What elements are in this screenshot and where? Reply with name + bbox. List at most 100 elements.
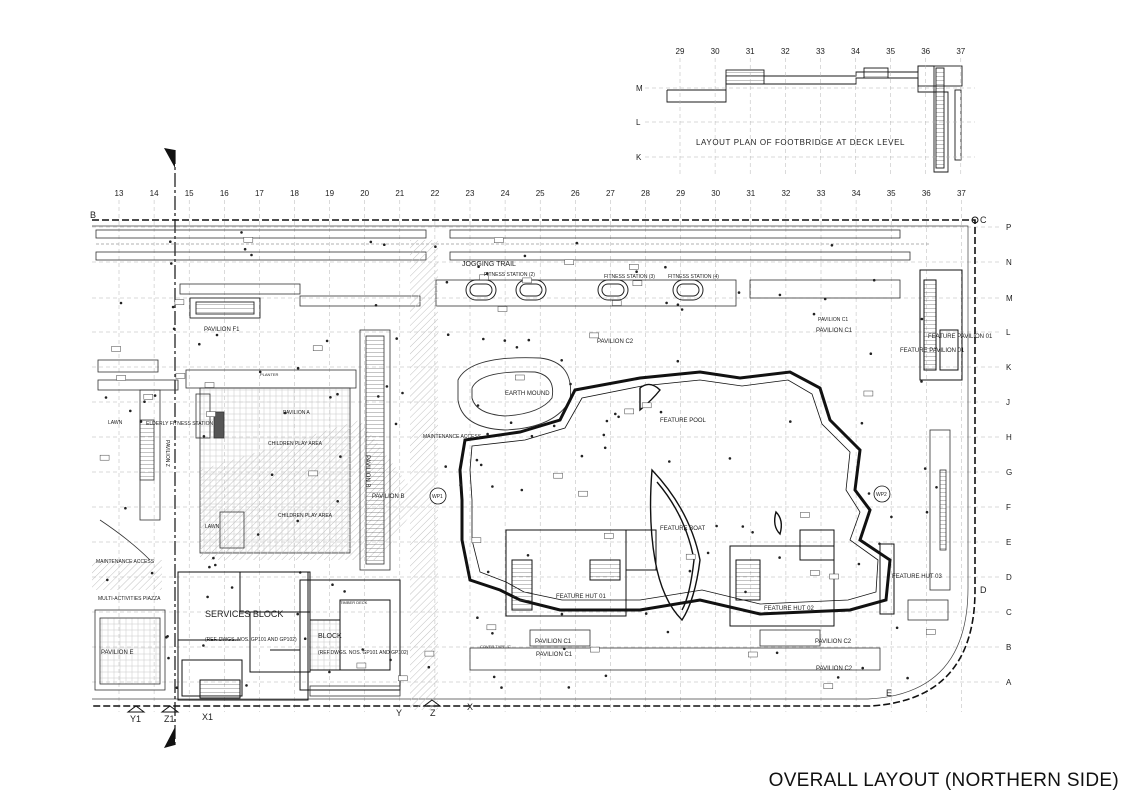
tag-marker xyxy=(748,651,758,658)
light-pole-marker xyxy=(935,486,938,489)
light-pole-marker xyxy=(486,570,490,574)
light-pole-marker xyxy=(475,458,479,462)
fb-grid-col-label: 32 xyxy=(781,47,790,56)
tag-marker xyxy=(590,646,600,653)
grid-row-label: C xyxy=(1006,608,1012,617)
light-pole-marker xyxy=(296,519,300,523)
grid-col-label: 14 xyxy=(150,189,159,198)
play-areas xyxy=(92,240,438,710)
label-fitness-3: FITNESS STATION (3) xyxy=(604,274,655,280)
light-pole-marker xyxy=(836,676,840,679)
light-pole-marker xyxy=(476,616,479,619)
light-pole-marker xyxy=(240,231,243,234)
label-feature-pavilion-01-b: FEATURE PAVILION 01 xyxy=(900,348,965,354)
light-pole-marker xyxy=(830,244,834,247)
light-pole-marker xyxy=(171,305,175,309)
light-pole-marker xyxy=(385,385,389,388)
grid-row-label: P xyxy=(1006,223,1011,232)
grid-row-label: J xyxy=(1006,398,1010,407)
fitness-stations xyxy=(465,279,704,301)
marker-z: Z xyxy=(430,708,436,718)
label-feature-hut-03: FEATURE HUT 03 xyxy=(892,574,942,580)
light-pole-marker xyxy=(119,301,123,305)
light-pole-marker xyxy=(165,636,168,639)
light-pole-marker xyxy=(169,240,172,243)
tag-marker xyxy=(829,573,839,580)
south-planters xyxy=(309,629,881,697)
grid-col-label: 21 xyxy=(395,189,404,198)
label-services-block: SERVICES BLOCK xyxy=(205,609,283,619)
light-pole-marker xyxy=(569,382,572,386)
light-pole-marker xyxy=(250,253,253,257)
light-pole-marker xyxy=(104,396,108,399)
label-maintenance-access-2: MAINTENANCE ACCESS xyxy=(96,559,155,565)
label-pavilion-b: PAVILION B xyxy=(372,494,404,500)
light-pole-marker xyxy=(602,433,606,437)
light-pole-marker xyxy=(336,500,340,503)
light-pole-marker xyxy=(527,338,531,342)
east-strip xyxy=(907,429,951,621)
light-pole-marker xyxy=(258,370,262,374)
light-pole-marker xyxy=(331,583,334,586)
light-pole-marker xyxy=(715,524,718,528)
tag-marker xyxy=(312,345,323,351)
label-lawn-1: LAWN xyxy=(108,420,123,426)
light-pole-marker xyxy=(377,395,380,398)
light-pole-marker xyxy=(676,359,680,363)
light-pole-marker xyxy=(198,342,201,346)
grid-col-label: 17 xyxy=(255,189,264,198)
fb-grid-row-label: M xyxy=(636,84,643,93)
light-pole-marker xyxy=(925,510,929,514)
feature-pool xyxy=(458,370,892,616)
fb-grid-col-label: 30 xyxy=(711,47,720,56)
tag-marker xyxy=(398,675,408,682)
tag-marker xyxy=(863,390,874,397)
tag-marker xyxy=(99,454,110,461)
marker-x: X xyxy=(467,702,473,712)
light-pole-marker xyxy=(872,278,876,282)
fb-grid-col-label: 37 xyxy=(956,47,965,56)
tag-marker xyxy=(424,650,435,657)
light-pole-marker xyxy=(361,648,365,651)
label-pavilion-a: PAVILION A xyxy=(283,410,310,416)
tag-marker xyxy=(243,237,254,243)
grid-col-label: 24 xyxy=(501,189,510,198)
light-pole-marker xyxy=(336,392,339,396)
grid-row-label: B xyxy=(1006,643,1011,652)
light-pole-marker xyxy=(744,590,747,594)
grid-col-label: 23 xyxy=(466,189,475,198)
light-pole-marker xyxy=(906,676,909,680)
grid-col-label: 13 xyxy=(115,189,124,198)
tag-marker xyxy=(308,470,318,477)
light-pole-marker xyxy=(580,454,584,458)
grid-col-label: 18 xyxy=(290,189,299,198)
tag-marker xyxy=(471,537,482,543)
light-pole-marker xyxy=(202,644,205,647)
light-pole-marker xyxy=(389,658,392,662)
grid-row-label: D xyxy=(1006,573,1012,582)
tag-marker xyxy=(641,402,652,409)
light-pole-marker xyxy=(150,571,154,575)
grid-col-label: 19 xyxy=(325,189,334,198)
light-pole-marker xyxy=(664,265,667,269)
light-pole-marker xyxy=(500,686,503,689)
grid-row-label: F xyxy=(1006,503,1011,512)
tag-marker xyxy=(553,472,563,479)
grid-col-label: 32 xyxy=(781,189,790,198)
label-pavilion-c1-top: PAVILION C1 xyxy=(816,328,853,334)
tag-marker xyxy=(356,662,367,669)
light-pole-marker xyxy=(215,333,219,337)
light-pole-marker xyxy=(665,301,668,305)
light-pole-marker xyxy=(617,415,620,419)
light-pole-marker xyxy=(202,435,206,438)
light-pole-marker xyxy=(491,485,494,488)
label-feature-pavilion-01: FEATURE PAVILION 01 xyxy=(928,334,993,340)
grid-col-label: 25 xyxy=(536,189,545,198)
area-labels: JOGGING TRAIL FITNESS STATION (2) FITNES… xyxy=(96,261,993,672)
light-pole-marker xyxy=(666,630,670,634)
marker-b: B xyxy=(90,210,96,220)
light-pole-marker xyxy=(170,262,173,265)
light-pole-marker xyxy=(789,420,792,423)
tag-marker xyxy=(111,346,121,352)
